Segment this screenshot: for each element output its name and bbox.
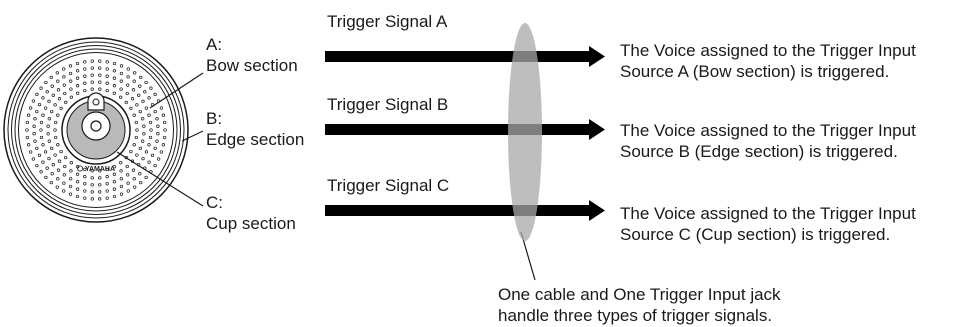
result-a-line-1: The Voice assigned to the Trigger Input [620,41,916,60]
result-text-a: The Voice assigned to the Trigger Input … [620,40,916,82]
cable-note-line-2: handle three types of trigger signals. [498,306,773,325]
signal-arrow-b [325,119,605,140]
signal-arrow-c [325,200,605,221]
result-c-line-2: Source C (Cup section) is triggered. [620,225,891,244]
section-name-b: Edge section [206,130,305,149]
brand-mark-icon [77,165,84,172]
leader-line-a [149,72,204,109]
signal-label-a: Trigger Signal A [327,12,448,31]
edge-rings [7,41,185,219]
mount-hole [81,92,111,141]
leader-line-b [181,130,204,142]
section-letter-c: C: [206,193,223,212]
section-name-c: Cup section [206,214,296,233]
result-a-line-2: Source A (Bow section) is triggered. [620,62,890,81]
single-cable-ellipse [508,23,542,241]
cymbal-pad: YAMAHA [3,37,189,223]
section-label-a: A: Bow section [206,34,298,76]
section-letter-b: B: [206,109,223,128]
bow-dot-pattern [25,59,167,201]
cable-note-line-1: One cable and One Trigger Input jack [498,285,781,304]
signal-arrows [325,46,605,221]
leader-line-c [116,151,204,207]
section-letter-a: A: [206,35,223,54]
result-c-line-1: The Voice assigned to the Trigger Input [620,204,916,223]
signal-arrow-a [325,46,605,67]
signal-label-c: Trigger Signal C [327,176,450,195]
section-label-c: C: Cup section [206,192,296,234]
section-name-a: Bow section [206,56,298,75]
result-text-c: The Voice assigned to the Trigger Input … [620,203,916,245]
cable-note: One cable and One Trigger Input jack han… [498,284,781,326]
result-text-b: The Voice assigned to the Trigger Input … [620,120,916,162]
result-b-line-1: The Voice assigned to the Trigger Input [620,121,916,140]
result-b-line-2: Source B (Edge section) is triggered. [620,142,898,161]
pad-brand-logo: YAMAHA [85,166,115,173]
section-label-b: B: Edge section [206,108,304,150]
section-leader-lines [116,72,536,281]
signal-label-b: Trigger Signal B [327,95,449,114]
